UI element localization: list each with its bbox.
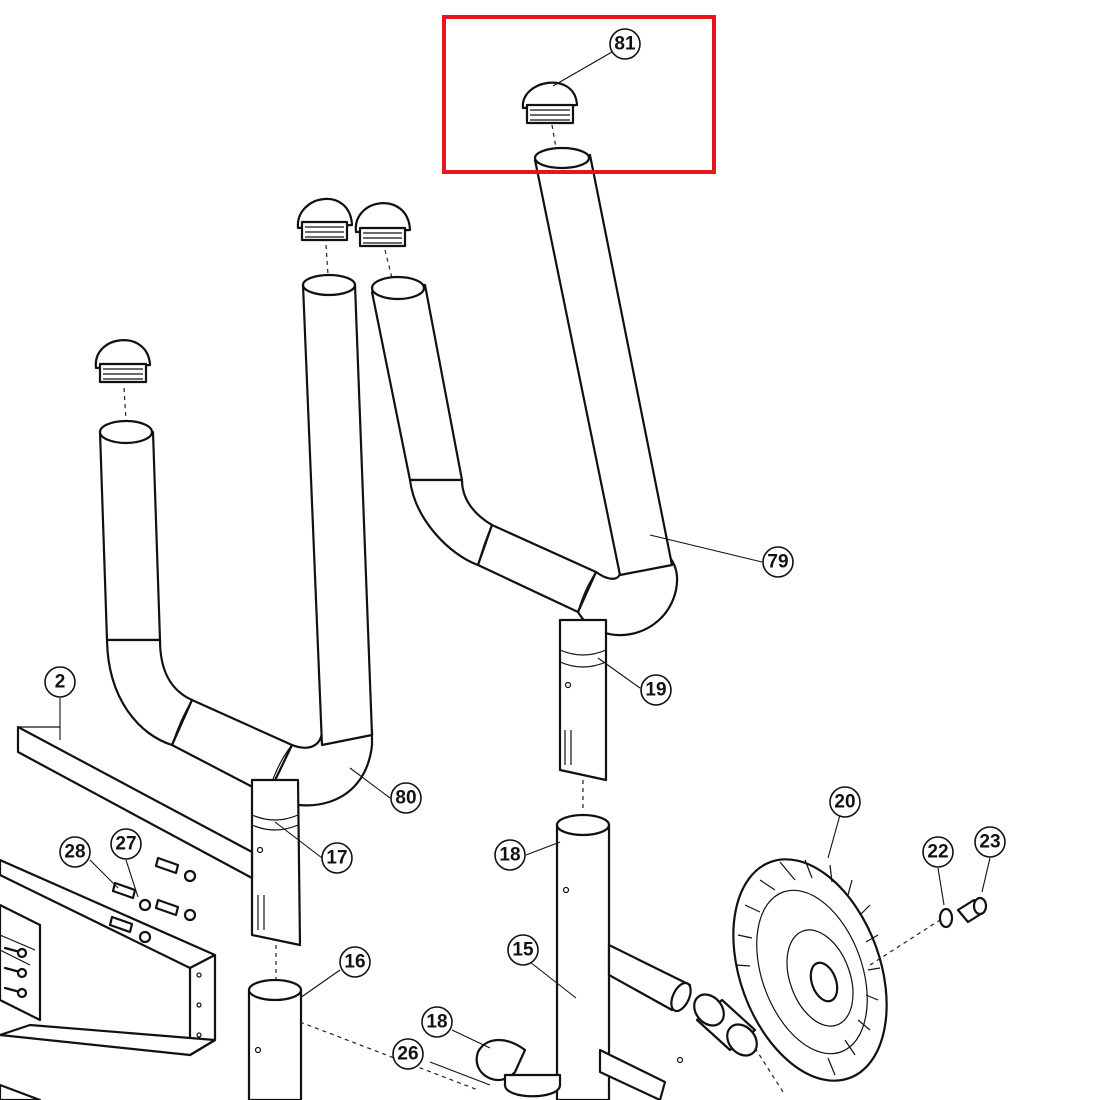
- callout-26: 26: [392, 1038, 424, 1070]
- callout-17: 17: [321, 842, 353, 874]
- end-cap-mid: [354, 202, 412, 279]
- svg-text:18: 18: [499, 845, 520, 866]
- callout-20: 20: [829, 786, 861, 818]
- callout-27: 27: [110, 828, 142, 860]
- svg-text:19: 19: [645, 680, 666, 701]
- callout-79: 79: [762, 546, 794, 578]
- callout-81: 81: [609, 28, 641, 60]
- callout-18-lower: 18: [421, 1006, 453, 1038]
- tube-frame-79: [370, 146, 679, 637]
- bolts-27-28: [108, 856, 197, 944]
- callout-19: 19: [640, 674, 672, 706]
- svg-text:80: 80: [395, 788, 416, 809]
- receiver-18: [555, 813, 611, 1100]
- bracket-strip-2: [16, 725, 254, 880]
- svg-text:27: 27: [115, 834, 136, 855]
- callout-2: 2: [44, 666, 76, 698]
- post-19: [558, 618, 608, 782]
- callout-28: 28: [59, 836, 91, 868]
- collar-18: [475, 1039, 562, 1098]
- callout-23: 23: [974, 826, 1006, 858]
- post-17: [250, 778, 302, 947]
- svg-text:15: 15: [512, 940, 534, 961]
- receiver-16: [247, 978, 303, 1100]
- svg-text:20: 20: [834, 792, 855, 813]
- callout-80: 80: [390, 782, 422, 814]
- bolt-23: [956, 896, 988, 924]
- svg-text:79: 79: [767, 552, 788, 573]
- axle-15: [598, 943, 692, 1100]
- callout-18-upper: 18: [494, 839, 526, 871]
- callout-22: 22: [922, 836, 954, 868]
- svg-text:22: 22: [927, 842, 948, 863]
- wheel-20: [732, 858, 888, 1082]
- callout-16: 16: [339, 946, 371, 978]
- leader-lines: [59, 51, 991, 1096]
- svg-text:26: 26: [397, 1044, 418, 1065]
- end-cap-far-left: [94, 339, 152, 421]
- washer-22: [938, 907, 954, 929]
- svg-text:2: 2: [55, 672, 66, 693]
- svg-text:17: 17: [326, 848, 347, 869]
- end-cap-left-upright: [296, 197, 354, 276]
- hub-bushing: [693, 993, 758, 1057]
- svg-text:23: 23: [979, 832, 1000, 853]
- callout-15: 15: [507, 934, 539, 966]
- svg-text:18: 18: [426, 1012, 447, 1033]
- highlight-box: [442, 15, 716, 174]
- svg-text:16: 16: [344, 952, 365, 973]
- svg-text:81: 81: [614, 34, 636, 55]
- base-frame: [0, 858, 217, 1100]
- end-cap-81: [521, 81, 579, 149]
- svg-text:28: 28: [64, 842, 85, 863]
